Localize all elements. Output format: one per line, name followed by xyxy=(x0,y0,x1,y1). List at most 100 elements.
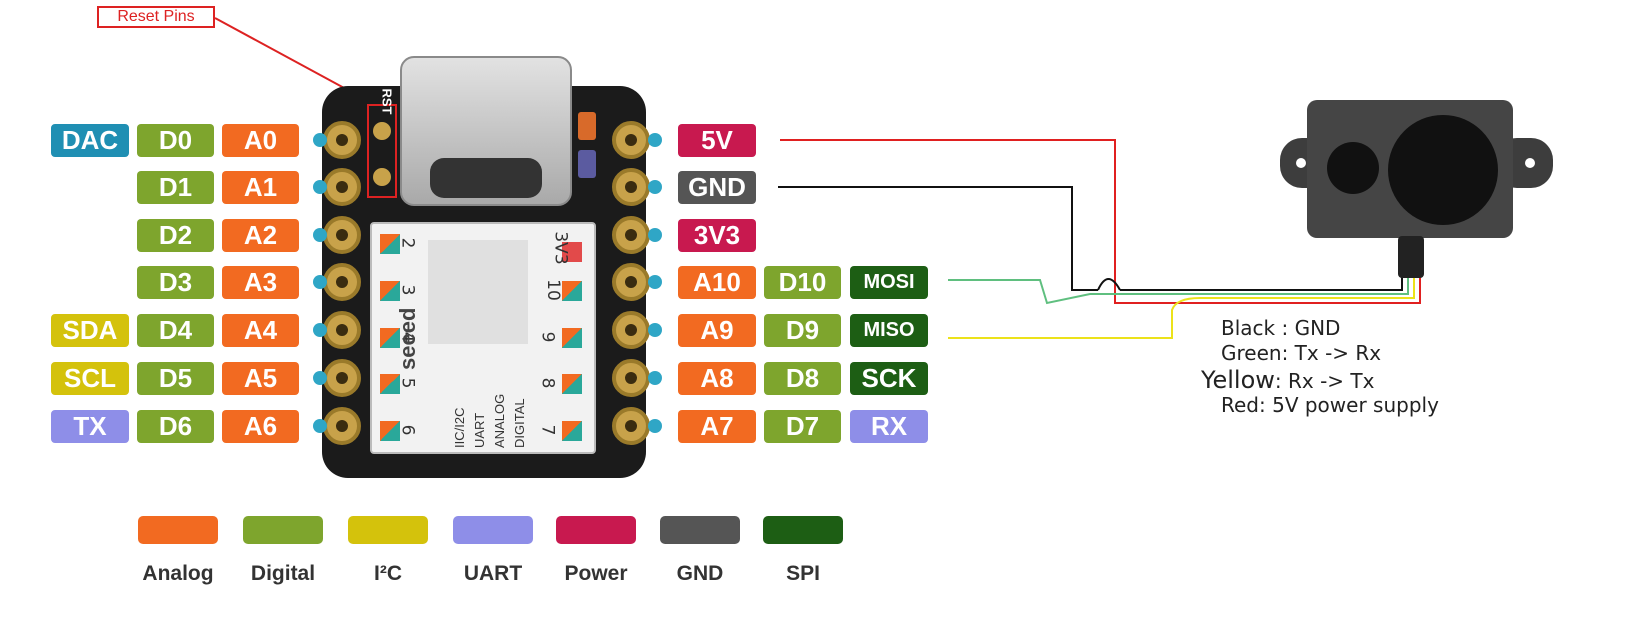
chip-right-number: 7 xyxy=(537,424,558,436)
chip-pin-marker-left xyxy=(380,374,400,394)
pin-label-a9: A9 xyxy=(678,314,756,347)
chip-legend-analog: ANALOG xyxy=(492,393,507,448)
chip-left-number: 5 xyxy=(397,377,418,389)
lidar-sensor xyxy=(1280,100,1553,240)
chip-legend-i2c: IIC/I2C xyxy=(452,407,467,448)
yellow-wire xyxy=(948,275,1415,339)
sensor-cable xyxy=(1398,236,1424,278)
pin-label-3v3: 3V3 xyxy=(678,219,756,252)
pin-label-analog: A2 xyxy=(222,219,299,252)
note-red: Red: 5V power supply xyxy=(1221,393,1439,417)
reset-pins-label: Reset Pins xyxy=(117,8,195,25)
pin-label-analog: A0 xyxy=(222,124,299,157)
pin-label-digital: D1 xyxy=(137,171,214,204)
legend-label-digital: Digital xyxy=(250,562,316,585)
chip-shield: 3V3 xyxy=(370,222,596,454)
sensor-lens-small xyxy=(1327,142,1379,194)
chip-right-number: 9 xyxy=(537,331,558,343)
usb-c-opening xyxy=(430,158,542,198)
legend-swatch-spi xyxy=(763,516,843,544)
led-bottom xyxy=(578,150,596,178)
pin-label-digital: D3 xyxy=(137,266,214,299)
chip-pin-marker-right xyxy=(562,328,582,348)
reset-pins-callout: Reset Pins xyxy=(97,6,215,28)
led-top xyxy=(578,112,596,140)
pin-label-scl: SCL xyxy=(51,362,129,395)
legend-label-power: Power xyxy=(564,562,628,585)
pin-label-analog: A4 xyxy=(222,314,299,347)
board-pad-left xyxy=(323,263,361,301)
board-pad-left xyxy=(323,311,361,349)
pin-label-digital: D9 xyxy=(764,314,841,347)
red-wire xyxy=(780,139,1421,304)
note-yellow-rest: : Rx -> Tx xyxy=(1274,369,1375,393)
pin-dot-left xyxy=(313,180,327,194)
board-pad-right xyxy=(612,216,650,254)
note-yellow: Yellow: Rx -> Tx xyxy=(1201,366,1374,394)
chip-legend-uart: UART xyxy=(472,412,487,448)
legend-label-uart: UART xyxy=(463,562,523,585)
pin-dot-left xyxy=(313,228,327,242)
chip-right-number: 10 xyxy=(542,279,563,301)
note-green: Green: Tx -> Rx xyxy=(1221,341,1382,365)
green-wire xyxy=(948,275,1409,305)
pin-label-digital: D7 xyxy=(764,410,841,443)
legend-swatch-uart xyxy=(453,516,533,544)
board-pad-right xyxy=(612,407,650,445)
chip-right-number-3v3: 3V3 xyxy=(550,231,571,265)
legend-label-gnd: GND xyxy=(676,562,724,585)
pin-label-digital: D5 xyxy=(137,362,214,395)
pin-label-digital: D6 xyxy=(137,410,214,443)
board-pad-left xyxy=(323,359,361,397)
seeed-brand: seeed xyxy=(395,307,420,370)
chip-shield-window xyxy=(428,240,528,344)
rst-pins-box xyxy=(367,104,397,198)
chip-pin-marker-left xyxy=(380,281,400,301)
pin-dot-right xyxy=(648,133,662,147)
pin-dot-right xyxy=(648,228,662,242)
pin-dot-right xyxy=(648,323,662,337)
board-pad-right xyxy=(612,311,650,349)
board-pad-right xyxy=(612,121,650,159)
pin-label-digital: D4 xyxy=(137,314,214,347)
chip-3v3-square xyxy=(562,242,582,262)
legend-swatch-analog xyxy=(138,516,218,544)
board-pad-left xyxy=(323,168,361,206)
board-pad-left xyxy=(323,121,361,159)
pin-dot-right xyxy=(648,180,662,194)
chip-pin-marker-left xyxy=(380,421,400,441)
sensor-ear-hole-right xyxy=(1525,158,1535,168)
board-pad-left xyxy=(323,216,361,254)
legend-label-spi: SPI xyxy=(786,562,820,585)
black-wire xyxy=(778,186,1098,291)
pin-label-digital: D0 xyxy=(137,124,214,157)
pin-dot-left xyxy=(313,371,327,385)
pin-label-5v: 5V xyxy=(678,124,756,157)
legend-swatch-power xyxy=(556,516,636,544)
pin-dot-left xyxy=(313,275,327,289)
legend-label-analog: Analog xyxy=(142,562,214,585)
pin-label-a10: A10 xyxy=(678,266,756,299)
pin-label-a7: A7 xyxy=(678,410,756,443)
pin-label-analog: A6 xyxy=(222,410,299,443)
sensor-ear-hole-left xyxy=(1296,158,1306,168)
pin-label-analog: A1 xyxy=(222,171,299,204)
note-black: Black : GND xyxy=(1221,316,1341,340)
note-yellow-word: Yellow xyxy=(1201,366,1275,394)
chip-pin-marker-left xyxy=(380,234,400,254)
pin-label-gnd: GND xyxy=(678,171,756,204)
pin-label-miso: MISO xyxy=(850,314,928,347)
rst-pad-bottom xyxy=(373,168,391,186)
chip-pin-marker-left xyxy=(380,328,400,348)
chip-pin-marker-right xyxy=(562,374,582,394)
chip-left-number: 3 xyxy=(397,284,418,296)
legend-label-ic: I²C xyxy=(374,562,402,585)
chip-left-number: 6 xyxy=(397,424,418,436)
legend-swatch-digital xyxy=(243,516,323,544)
pin-label-mosi: MOSI xyxy=(850,266,928,299)
chip-right-number: 8 xyxy=(537,377,558,389)
board-pad-right xyxy=(612,263,650,301)
pin-dot-left xyxy=(313,323,327,337)
pin-label-rx: RX xyxy=(850,410,928,443)
pin-dot-left xyxy=(313,133,327,147)
